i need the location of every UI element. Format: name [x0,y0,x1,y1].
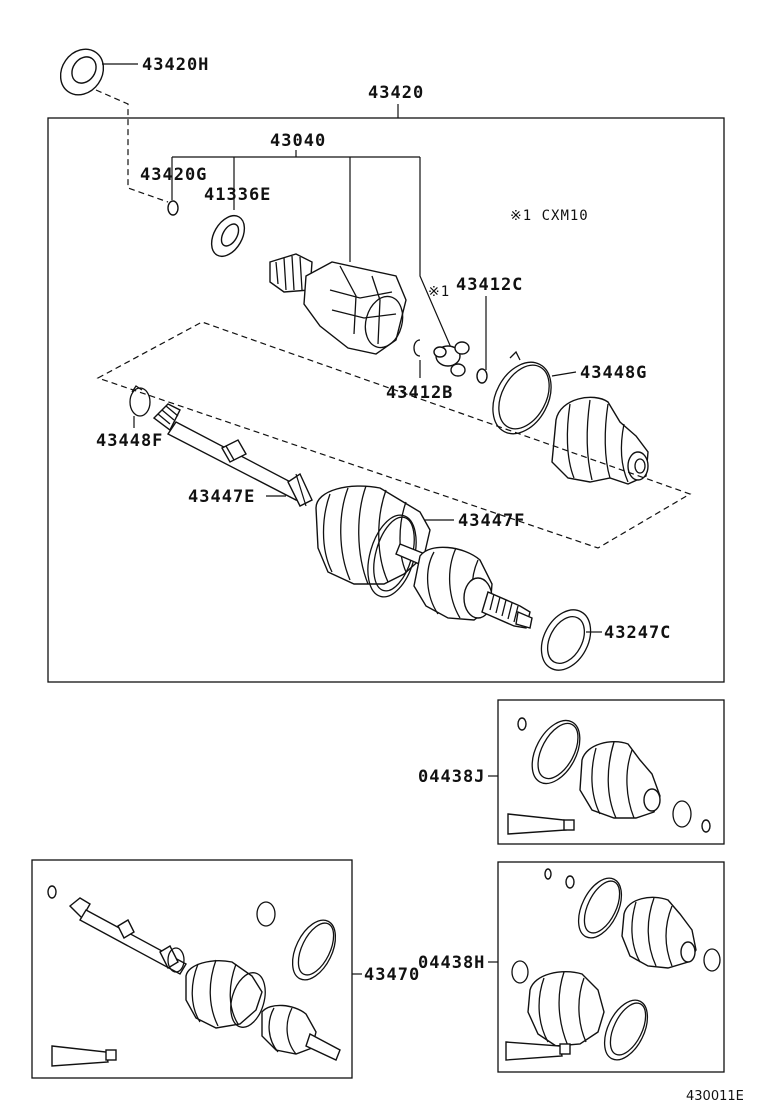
abs-ring-43247c[interactable] [532,601,601,678]
drive-shaft-box-43470 [31,859,353,1079]
mark-1: ※1 [428,284,450,300]
inboard-boot[interactable] [551,396,649,485]
shaft-43470[interactable] [68,897,187,975]
outboard-cv-joint[interactable] [413,546,533,629]
drive-shaft[interactable] [152,403,313,507]
kit-h-clamp-small-a[interactable] [703,948,721,972]
snap-ring-43412b[interactable] [413,339,421,357]
boot-kit-outline [96,321,692,549]
grease-tube-43470[interactable] [51,1045,117,1067]
label-43247c[interactable]: 43247C [604,623,671,643]
boot-clamp-43448f[interactable] [129,385,151,417]
label-43470[interactable]: 43470 [364,965,420,985]
label-43420g[interactable]: 43420G [140,165,207,185]
kit-h-grease-tube[interactable] [505,1041,571,1061]
kit-h-boot-upper[interactable] [621,896,697,969]
kit-j-clamp-large[interactable] [522,713,589,792]
tripod-spider[interactable] [433,341,470,377]
kit-h-clamp-small-b[interactable] [511,960,529,984]
label-43412b[interactable]: 43412B [386,383,453,403]
outboard-boot[interactable] [315,485,431,585]
label-43448f[interactable]: 43448F [96,431,163,451]
kit-h-clamp-large[interactable] [570,871,630,944]
label-04438j[interactable]: 04438J [418,767,485,787]
ring-43420g[interactable] [167,200,179,216]
kit-h-boot-lower[interactable] [527,971,605,1047]
label-43420[interactable]: 43420 [368,83,424,103]
boot-kit-box-04438j [497,699,725,845]
label-43412c[interactable]: 43412C [456,275,523,295]
boot-kit-box-04438h [497,861,725,1073]
label-43447e[interactable]: 43447E [188,487,255,507]
label-41336e[interactable]: 41336E [204,185,271,205]
seal-41336e[interactable] [205,210,251,262]
kit-j-boot[interactable] [579,741,661,819]
assembly-box-43420 [47,117,725,683]
label-43420h[interactable]: 43420H [142,55,209,75]
kit-j-clamp-small[interactable] [672,800,711,833]
label-43447f[interactable]: 43447F [458,511,525,531]
kit-h-clamp-medium[interactable] [596,993,656,1066]
kit-j-grease-tube[interactable] [507,813,575,835]
clamps-43470[interactable] [256,901,344,987]
dust-seal-43420h[interactable] [52,41,112,103]
boot-clamp-43448g[interactable] [481,350,563,444]
cv-joint-43470[interactable] [261,1004,341,1061]
snap-ring-43412c[interactable] [476,368,488,384]
label-43448g[interactable]: 43448G [580,363,647,383]
boot-43470[interactable] [185,959,271,1031]
inboard-joint-housing[interactable] [269,253,408,355]
note-cxm10: ※1 CXM10 [510,208,589,224]
label-43040[interactable]: 43040 [270,131,326,151]
label-04438h[interactable]: 04438H [418,953,485,973]
figure-code: 430011E [686,1089,744,1104]
